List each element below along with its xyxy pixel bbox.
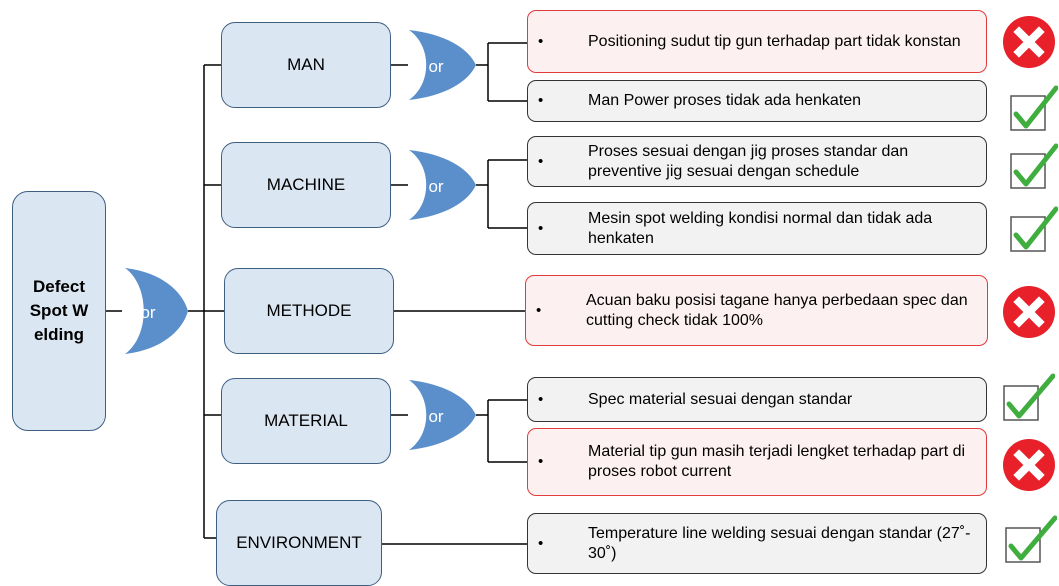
cause-item: • Spec material sesuai dengan standar xyxy=(527,377,987,422)
check-icon xyxy=(1010,206,1058,252)
category-environment: ENVIRONMENT xyxy=(216,500,382,586)
cause-item: • Man Power proses tidak ada henkaten xyxy=(527,80,987,122)
category-material-label: MATERIAL xyxy=(264,411,348,430)
bullet: • xyxy=(538,32,544,50)
bullet: • xyxy=(538,152,544,170)
bullet: • xyxy=(538,390,544,408)
cause-text: Material tip gun masih terjadi lengket t… xyxy=(588,443,966,480)
check-icon xyxy=(1010,85,1058,131)
bullet: • xyxy=(538,92,544,109)
cross-icon xyxy=(1003,16,1055,68)
bullet: • xyxy=(536,301,542,319)
category-methode-label: METHODE xyxy=(266,301,352,320)
or-gate-root: or xyxy=(125,268,188,354)
or-gate-man: or xyxy=(409,30,476,100)
or-gate-material: or xyxy=(409,380,476,450)
or-gate-man-label: or xyxy=(428,57,443,76)
or-gate-machine-label: or xyxy=(428,177,443,196)
check-icon xyxy=(1003,373,1055,421)
root-label: Defect Spot Welding xyxy=(29,277,89,344)
cause-item: • Positioning sudut tip gun terhadap par… xyxy=(527,10,987,73)
cause-item: • Material tip gun masih terjadi lengket… xyxy=(527,428,987,496)
cause-item: • Acuan baku posisi tagane hanya perbeda… xyxy=(525,275,988,346)
category-man-label: MAN xyxy=(287,55,325,74)
category-environment-label: ENVIRONMENT xyxy=(236,533,362,552)
or-gate-machine: or xyxy=(409,150,476,220)
root-node: Defect Spot Welding xyxy=(12,191,106,431)
or-gate-material-label: or xyxy=(428,407,443,426)
cause-text: Acuan baku posisi tagane hanya perbedaan… xyxy=(586,291,968,329)
cause-item: • Proses sesuai dengan jig proses standa… xyxy=(527,136,987,187)
check-icon xyxy=(1010,143,1058,189)
cause-text: Man Power proses tidak ada henkaten xyxy=(588,92,862,109)
cause-text: Proses sesuai dengan jig proses standar … xyxy=(588,142,909,180)
category-man: MAN xyxy=(221,22,391,108)
or-gate-root-label: or xyxy=(140,303,155,322)
bullet: • xyxy=(538,534,544,552)
cause-text: Temperature line welding sesuai dengan s… xyxy=(588,524,971,562)
cause-text: Mesin spot welding kondisi normal dan ti… xyxy=(588,209,933,247)
bullet: • xyxy=(538,219,544,237)
category-machine: MACHINE xyxy=(221,142,391,228)
bullet: • xyxy=(538,453,544,470)
check-icon xyxy=(1005,515,1057,563)
cause-text: Positioning sudut tip gun terhadap part … xyxy=(588,32,961,50)
cross-icon xyxy=(1003,286,1055,338)
cause-text: Spec material sesuai dengan standar xyxy=(588,390,853,408)
category-methode: METHODE xyxy=(224,268,394,354)
cross-icon xyxy=(1003,439,1055,491)
category-material: MATERIAL xyxy=(221,378,391,464)
cause-item: • Mesin spot welding kondisi normal dan … xyxy=(527,202,987,255)
category-machine-label: MACHINE xyxy=(266,175,346,194)
cause-item: • Temperature line welding sesuai dengan… xyxy=(527,513,987,574)
